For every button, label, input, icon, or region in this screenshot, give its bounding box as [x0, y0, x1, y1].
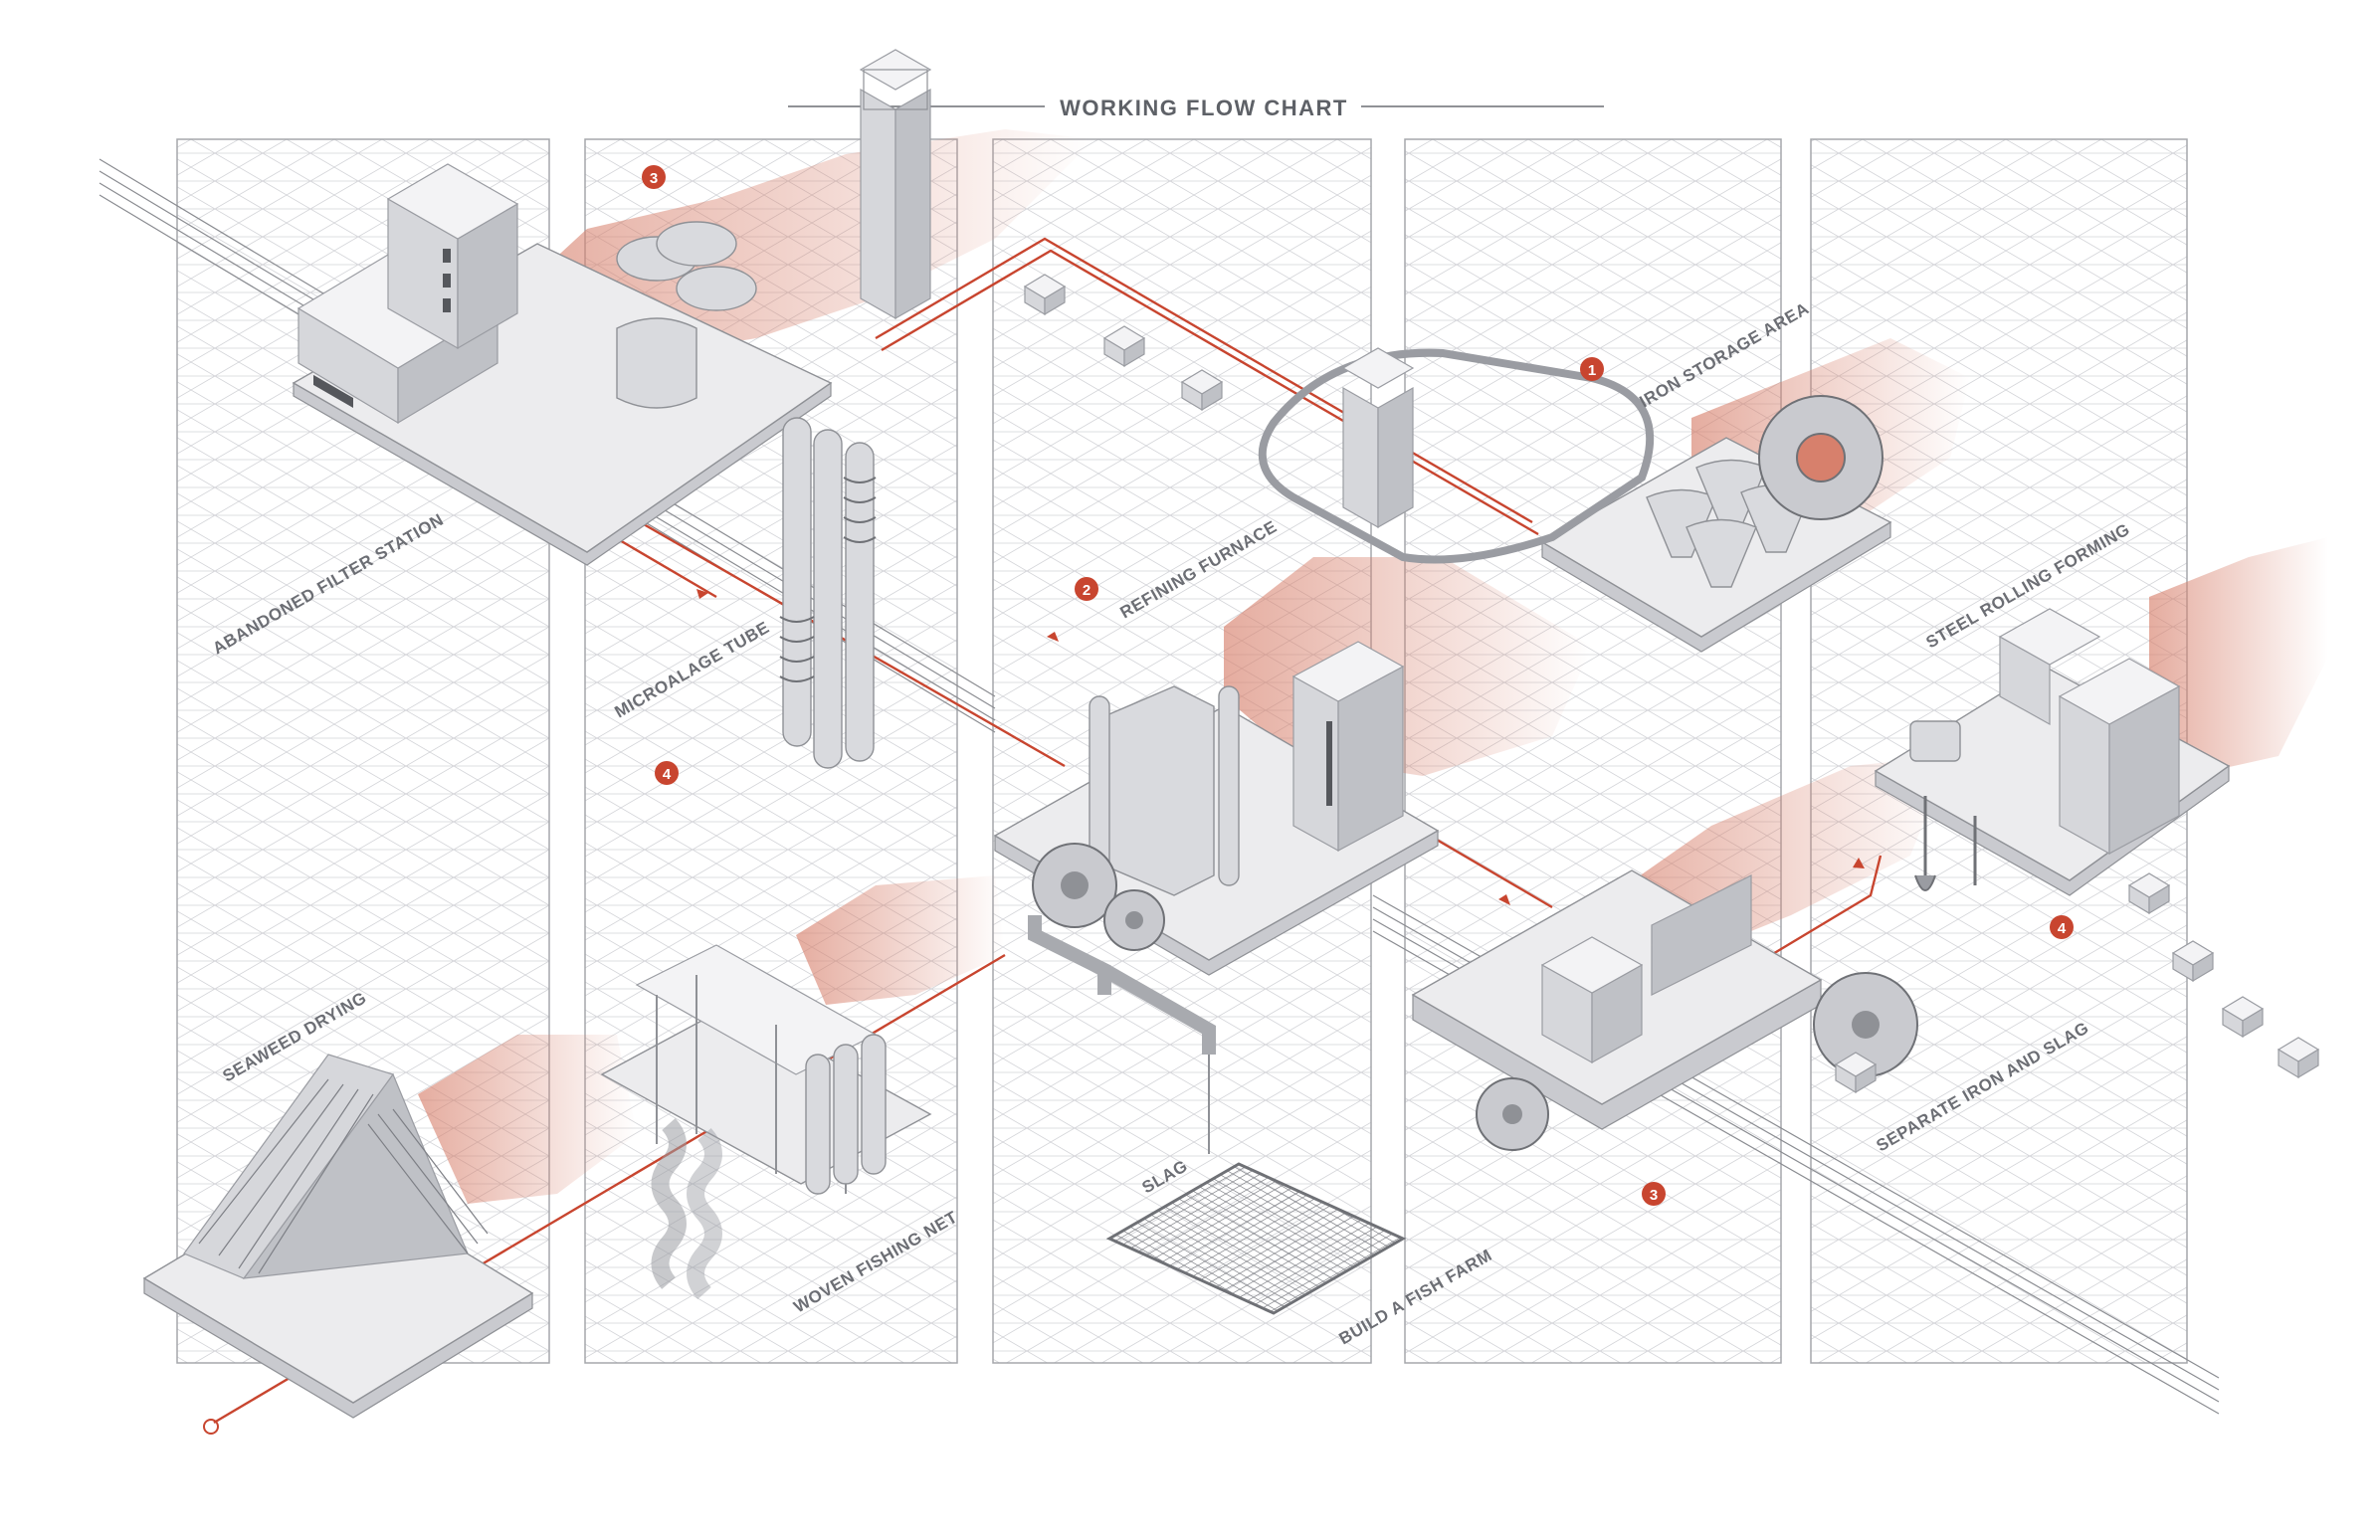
filter-station [292, 49, 932, 566]
separation-vehicle [1411, 869, 1918, 1151]
badge-filter-station: 3 [642, 165, 666, 189]
svg-text:3: 3 [650, 170, 658, 187]
svg-text:1: 1 [1588, 362, 1596, 379]
badge-iron-storage: 1 [1580, 357, 1604, 381]
flow-arrow [1853, 858, 1865, 868]
flow-arrow [696, 589, 708, 599]
steel-rolling [1874, 608, 2231, 896]
badge-refining: 2 [1075, 577, 1098, 601]
fish-farm-net [1105, 1162, 1407, 1315]
step-badges: 3 4 2 1 3 4 [642, 165, 2074, 1206]
microalgae-tubes [779, 417, 877, 769]
flow-arrow [1498, 894, 1510, 905]
svg-text:4: 4 [2058, 920, 2067, 937]
svg-text:3: 3 [1650, 1187, 1658, 1204]
fishing-net-structure [600, 944, 932, 1300]
refining-furnace [993, 641, 1440, 1154]
flow-arrow [1047, 632, 1059, 642]
title-block: WORKING FLOW CHART [788, 96, 1604, 120]
svg-text:2: 2 [1083, 582, 1091, 599]
svg-text:4: 4 [663, 766, 672, 783]
badge-steel-rolling: 4 [2050, 915, 2074, 939]
crates [1023, 274, 2320, 1094]
badge-separation: 3 [1642, 1182, 1666, 1206]
flow-start-marker [203, 1419, 219, 1435]
badge-microalgae: 4 [655, 761, 679, 785]
page-title: WORKING FLOW CHART [1060, 96, 1348, 120]
seaweed-drying [142, 1054, 534, 1419]
iron-storage [1258, 347, 1892, 653]
